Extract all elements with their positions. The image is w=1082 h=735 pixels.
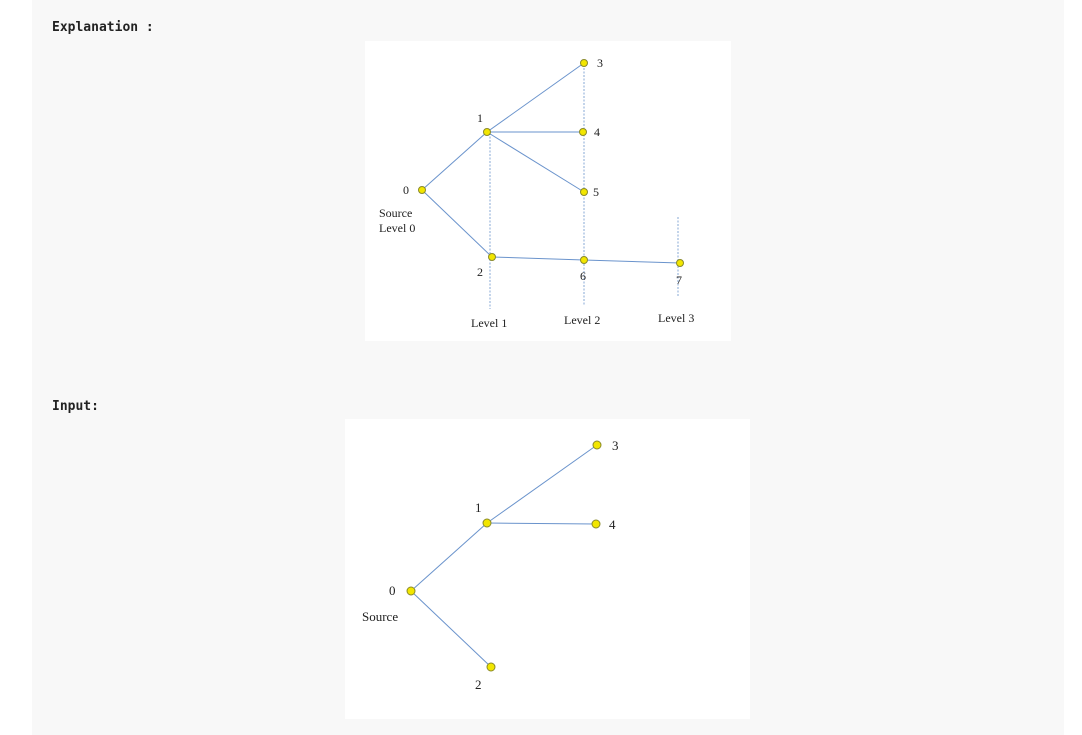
edge-0-1 [410, 522, 488, 592]
input-figure: 0 1 2 3 4 Source [345, 419, 750, 719]
node-3-label: 3 [612, 438, 619, 453]
level-3-label: Level 3 [658, 311, 694, 325]
node-0-label: 0 [389, 583, 396, 598]
node-1 [483, 128, 491, 136]
node-0 [418, 186, 426, 194]
edge-0-2 [421, 189, 493, 258]
edge-1-4 [486, 522, 597, 525]
node-3 [592, 440, 602, 450]
node-2-label: 2 [475, 677, 482, 692]
node-4-label: 4 [594, 125, 600, 139]
input-graph: 0 1 2 3 4 Source [362, 438, 619, 692]
edge-1-3 [486, 444, 598, 524]
edge-0-2 [410, 590, 492, 668]
node-6-label: 6 [580, 269, 586, 283]
node-5-label: 5 [593, 185, 599, 199]
node-0 [406, 586, 416, 596]
node-0-label: 0 [403, 183, 409, 197]
edge-1-5 [486, 131, 585, 193]
node-3-label: 3 [597, 56, 603, 70]
input-heading: Input: [52, 399, 99, 414]
node-4-label: 4 [609, 517, 616, 532]
edge-6-7 [583, 259, 681, 264]
node-1 [482, 518, 492, 528]
explanation-figure: 0 1 2 3 4 5 6 7 Source Level 0 Level 1 L… [365, 41, 731, 341]
node-7-label: 7 [676, 273, 682, 287]
source-label: Source [379, 206, 412, 220]
edge-0-1 [421, 131, 488, 191]
node-7 [676, 259, 684, 267]
edge-2-6 [491, 256, 585, 261]
node-2 [486, 662, 496, 672]
node-3 [580, 59, 588, 67]
node-2-label: 2 [477, 265, 483, 279]
node-1-label: 1 [477, 111, 483, 125]
level-1-label: Level 1 [471, 316, 507, 330]
node-4 [591, 519, 601, 529]
explanation-heading: Explanation : [52, 20, 154, 35]
node-2 [488, 253, 496, 261]
node-6 [580, 256, 588, 264]
level-0-label: Level 0 [379, 221, 415, 235]
explanation-graph: 0 1 2 3 4 5 6 7 Source Level 0 Level 1 L… [379, 56, 694, 330]
level-2-label: Level 2 [564, 313, 600, 327]
source-label: Source [362, 609, 398, 624]
node-1-label: 1 [475, 500, 482, 515]
edge-1-3 [486, 62, 585, 133]
node-4 [579, 128, 587, 136]
node-5 [580, 188, 588, 196]
